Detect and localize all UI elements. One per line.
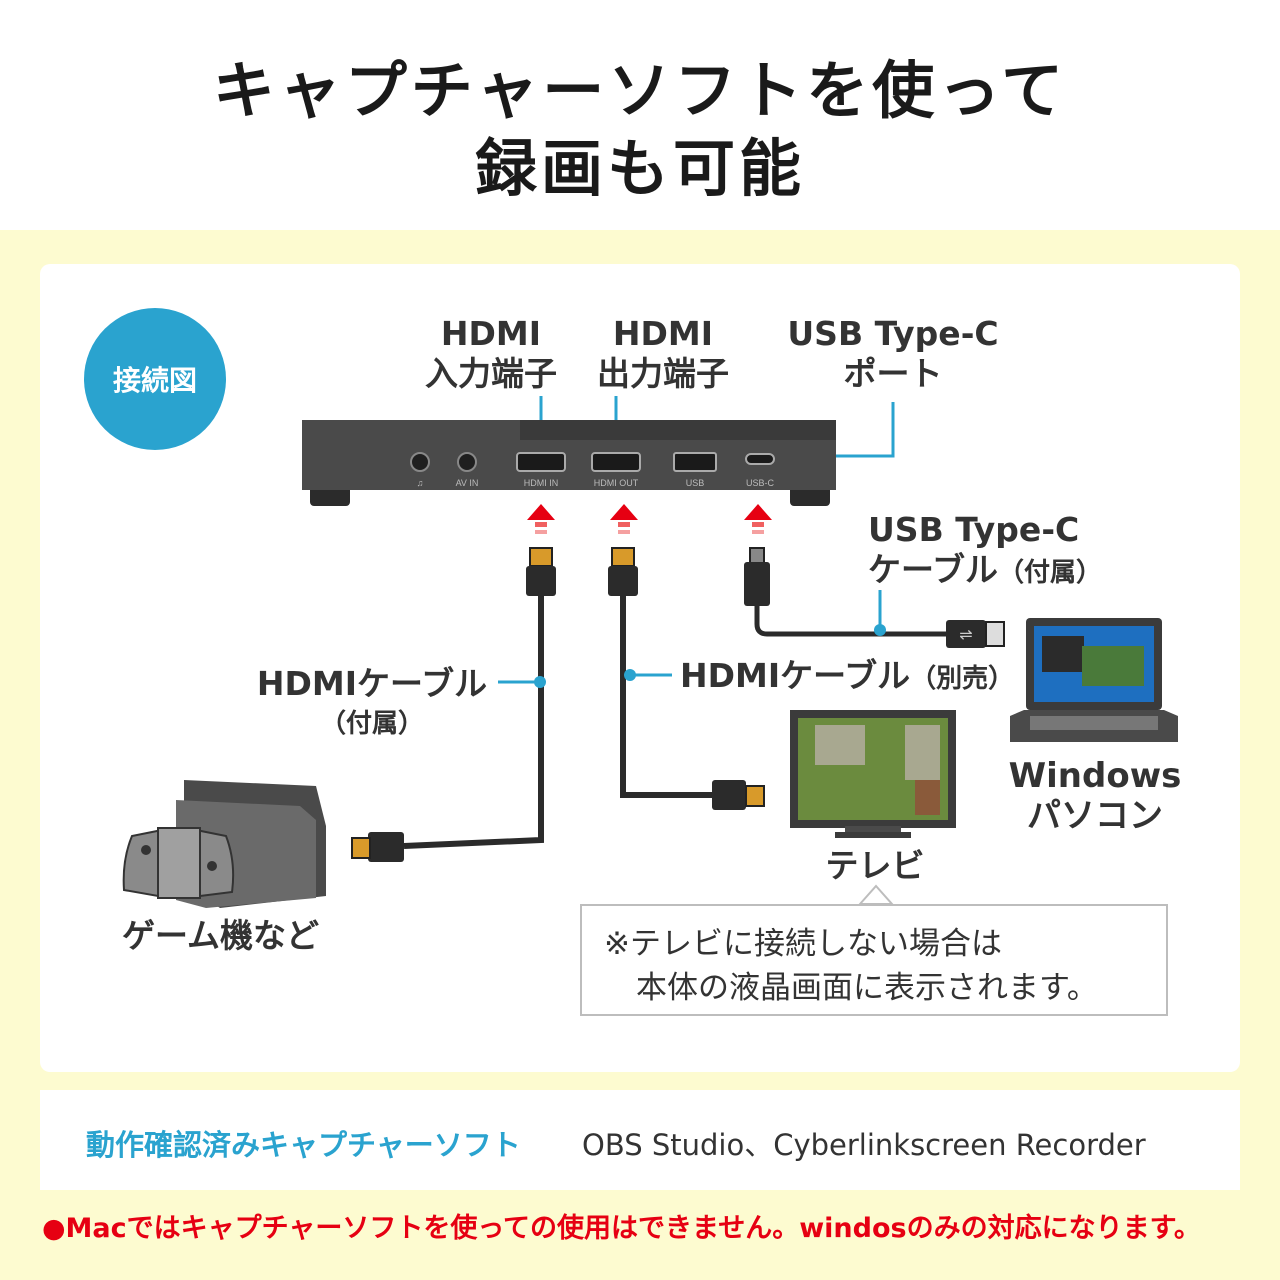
port-label-usbc: USB-C xyxy=(746,478,775,488)
usb-trident-icon: ⇌ xyxy=(959,625,972,644)
software-names: OBS Studio、Cyberlinkscreen Recorder xyxy=(582,1128,1146,1162)
mac-warning: ●Macではキャプチャーソフトを使っての使用はできません。windosのみの対応… xyxy=(42,1213,1201,1244)
usbc-plug-body xyxy=(744,562,770,606)
usbc-cable-label-included: （付属） xyxy=(998,558,1103,588)
pc-label-line1: Windows xyxy=(1008,756,1182,796)
title-line-2: 録画も可能 xyxy=(474,132,805,205)
hdmi-cable-wire-2 xyxy=(620,596,712,798)
pc-label-line2: パソコン xyxy=(1027,796,1163,836)
usbc-cable-label-line1: USB Type-C xyxy=(868,510,1080,549)
hdmi-out-label-line2: 出力端子 xyxy=(597,354,729,393)
arrow-hdmi-out xyxy=(610,504,638,534)
hdmi-plug-body-right xyxy=(712,780,746,810)
tv-game-tile-3 xyxy=(915,780,940,815)
connection-diagram-badge: 接続図 xyxy=(84,308,226,450)
grip-center xyxy=(157,827,201,899)
game-console-label: ゲーム機など xyxy=(122,916,320,955)
device-top-step xyxy=(520,420,836,440)
note-pointer xyxy=(857,884,895,905)
tv xyxy=(790,710,956,838)
hdmi-separate-label-paren: （別売） xyxy=(910,664,1015,694)
usbc-cable: ⇌ xyxy=(744,547,1005,648)
pc-label: Windows パソコン xyxy=(1000,756,1190,836)
usbc-cable-label-line2: ケーブル xyxy=(868,550,999,589)
hdmi-plug-tip-top xyxy=(529,547,553,567)
hdmi-cable-included xyxy=(351,547,556,862)
left-stick-icon xyxy=(141,845,151,855)
hdmi-plug-body-bottom xyxy=(368,832,404,862)
hdmi-plug-body-top-2 xyxy=(608,566,638,596)
hdmi-included-label-line1: HDMIケーブル xyxy=(256,664,488,703)
usbc-port-label-line2: ポート xyxy=(843,354,943,393)
hdmi-in-label-line2: 入力端子 xyxy=(425,354,557,393)
laptop-window-1 xyxy=(1042,636,1084,672)
capture-device: ♫ AV IN HDMI IN HDMI OUT USB USB-C xyxy=(302,420,836,506)
arrow-usbc xyxy=(744,504,772,534)
device-foot-left xyxy=(310,486,350,506)
hdmi-separate-label-text: HDMIケーブル xyxy=(680,656,911,695)
port-label-hdmi-in: HDMI IN xyxy=(524,478,559,488)
tv-stand-neck xyxy=(845,826,901,834)
arrow-hdmi-in xyxy=(527,504,555,534)
note-line-2: 本体の液晶画面に表示されます。 xyxy=(636,970,1098,1006)
note-box xyxy=(580,904,1168,1016)
hdmi-cable-separate xyxy=(608,547,765,810)
usbc-port-label-line1: USB Type-C xyxy=(787,314,999,353)
hdmi-in-label-line1: HDMI xyxy=(440,314,542,353)
leader-dot-hdmi-separate xyxy=(624,669,636,681)
usbc-cable-wire xyxy=(754,606,946,637)
tv-game-tile-1 xyxy=(815,725,865,765)
hdmi-out-port xyxy=(591,452,641,472)
hdmi-plug-tip-bottom xyxy=(351,837,371,859)
hdmi-plug-body-top xyxy=(526,566,556,596)
usbc-port xyxy=(745,453,775,465)
software-bar xyxy=(40,1090,1240,1190)
leader-dot-hdmi-included xyxy=(534,676,546,688)
port-label-av-in: AV IN xyxy=(456,478,479,488)
software-label: 動作確認済みキャプチャーソフト xyxy=(86,1128,521,1162)
hdmi-included-label: HDMIケーブル （付属） xyxy=(250,664,494,744)
hdmi-plug-tip-top-2 xyxy=(611,547,635,567)
usbc-cable-label: USB Type-C ケーブル（付属） xyxy=(868,510,1102,593)
port-label-hdmi-out: HDMI OUT xyxy=(594,478,639,488)
hdmi-out-label: HDMI 出力端子 xyxy=(590,314,736,394)
leader-dot-usbc-cable xyxy=(874,624,886,636)
game-console xyxy=(122,780,326,908)
hdmi-plug-tip-right xyxy=(745,785,765,807)
title-line-1: キャプチャーソフトを使って xyxy=(212,54,1068,127)
usba-plug-body xyxy=(946,620,986,648)
laptop-window-2 xyxy=(1082,646,1144,686)
usba-plug-tip xyxy=(985,621,1005,647)
hdmi-in-port xyxy=(516,452,566,472)
hdmi-in-label: HDMI 入力端子 xyxy=(418,314,564,394)
headphone-jack xyxy=(410,452,430,472)
hdmi-out-label-line1: HDMI xyxy=(612,314,714,353)
usbc-port-label: USB Type-C ポート xyxy=(778,314,1008,394)
usb-port xyxy=(673,452,717,472)
tv-stand-base xyxy=(835,832,911,838)
port-label-usb: USB xyxy=(686,478,705,488)
laptop-pc xyxy=(1010,618,1178,742)
joycon-grip-left xyxy=(122,828,164,898)
device-body xyxy=(302,420,836,490)
headphone-icon: ♫ xyxy=(417,478,424,488)
device-foot-right xyxy=(790,486,830,506)
tv-label: テレビ xyxy=(825,846,925,885)
title-area: キャプチャーソフトを使って 録画も可能 xyxy=(0,0,1280,230)
hdmi-included-label-line2: （付属） xyxy=(319,709,424,739)
right-stick-icon xyxy=(207,861,217,871)
hdmi-separate-label: HDMIケーブル（別売） xyxy=(680,656,1014,699)
laptop-keyboard xyxy=(1030,716,1158,730)
usbc-plug-tip xyxy=(749,547,765,565)
tv-game-tile-2 xyxy=(905,725,940,780)
av-in-jack xyxy=(457,452,477,472)
note-line-1: ※テレビに接続しない場合は xyxy=(604,926,1002,962)
insert-arrows xyxy=(527,504,772,534)
